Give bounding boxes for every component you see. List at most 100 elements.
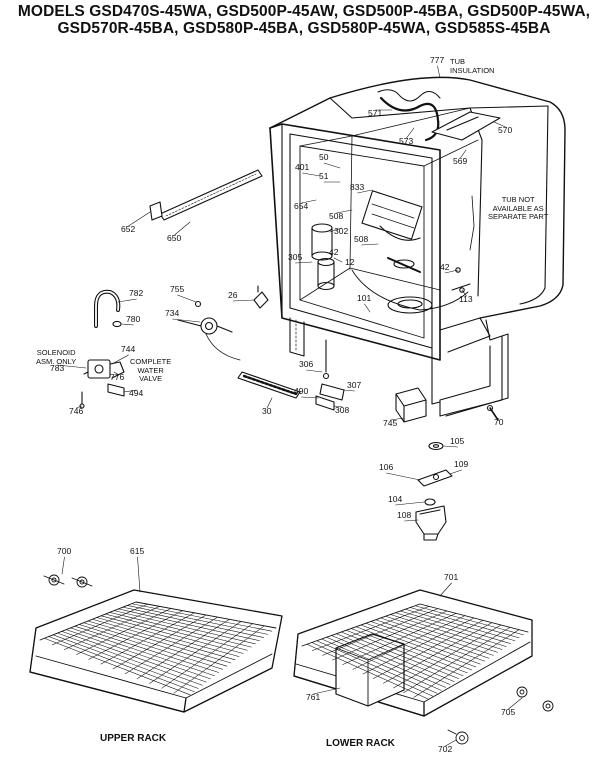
- leader-line-746: [76, 405, 83, 409]
- leader-line-780: [121, 323, 134, 326]
- rack-wire: [51, 603, 148, 646]
- part-callout-401: 401: [295, 162, 310, 172]
- leader-line-776: [113, 371, 118, 375]
- leader-line-104: [395, 501, 425, 506]
- rack-wire: [403, 627, 511, 693]
- leader-line-744: [111, 354, 129, 365]
- rack-wire: [413, 629, 520, 698]
- part-callout-755: 755: [170, 284, 185, 294]
- water-valve-734: [177, 300, 241, 361]
- part-callout-508: 508: [329, 211, 344, 221]
- rack-wire: [76, 608, 172, 655]
- part-callout-113: 113: [459, 294, 473, 304]
- lower-rack-drawing: [293, 589, 554, 745]
- rack-wire: [383, 622, 493, 684]
- leader-line-777: [437, 65, 441, 79]
- leader-line-650: [174, 221, 191, 236]
- part-callout-308: 308: [335, 405, 350, 415]
- part-callout-701: 701: [444, 572, 459, 582]
- part-callout-307: 307: [347, 380, 362, 390]
- part-callout-569: 569: [453, 156, 468, 166]
- leader-line-70: [495, 417, 500, 420]
- part-callout-104: 104: [388, 494, 403, 504]
- rack-wire: [161, 623, 253, 689]
- part-callout-302: 302: [334, 226, 349, 236]
- part-callout-777: 777: [430, 55, 445, 65]
- leader-line-701: [439, 582, 452, 597]
- part-callout-105: 105: [450, 436, 465, 446]
- part-callout-776: 776: [110, 372, 125, 382]
- part-callout-744: 744: [121, 344, 136, 354]
- note-tub-insulation: TUB INSULATION: [450, 57, 495, 75]
- part-callout-734: 734: [165, 308, 180, 318]
- rack-wire: [322, 608, 439, 656]
- part-callout-650: 650: [167, 233, 182, 243]
- switch-26: [253, 285, 269, 309]
- part-callout-702: 702: [438, 744, 453, 754]
- part-callout-654: 654: [294, 201, 309, 211]
- rack-wire: [137, 619, 230, 679]
- part-callout-745: 745: [383, 418, 398, 428]
- part-callout-746: 746: [69, 406, 84, 416]
- leader-line-615: [137, 556, 141, 593]
- lower-rack-wires: [306, 605, 524, 700]
- leader-line-654: [301, 199, 317, 204]
- leader-line-109: [449, 469, 462, 475]
- rack-wire: [100, 612, 195, 665]
- leader-line-42: [333, 257, 343, 263]
- rack-wire: [372, 620, 484, 679]
- part-callout-615: 615: [130, 546, 145, 556]
- leader-line-307: [343, 389, 355, 392]
- rack-wire: [124, 616, 218, 675]
- part-callout-12: 12: [345, 257, 355, 267]
- part-callout-305: 305: [288, 252, 303, 262]
- part-callout-782: 782: [129, 288, 144, 298]
- rack-wire: [311, 606, 430, 651]
- part-callout-652: 652: [121, 224, 136, 234]
- leader-line-508: [336, 209, 353, 214]
- leader-line-302: [329, 227, 342, 233]
- leader-line-26: [232, 299, 255, 302]
- models-title-line-1: MODELS GSD470S-45WA, GSD500P-45AW, GSD50…: [17, 3, 591, 20]
- leader-line-105: [443, 445, 458, 448]
- upper-rack-drawing: [29, 574, 283, 713]
- part-callout-761: 761: [306, 692, 321, 702]
- part-callout-705: 705: [501, 707, 516, 717]
- leader-line-705: [508, 697, 523, 710]
- rack-wire: [112, 614, 207, 670]
- leader-line-702: [445, 739, 457, 747]
- rack-wire: [393, 624, 502, 689]
- leader-line-108: [404, 519, 419, 522]
- leader-line-569: [460, 149, 467, 159]
- lower-rack-caption: LOWER RACK: [326, 738, 395, 749]
- part-callout-42: 42: [329, 247, 339, 257]
- part-callout-30: 30: [262, 406, 272, 416]
- pump-745: [395, 387, 427, 423]
- part-callout-508: 508: [354, 234, 369, 244]
- models-title-line-2: GSD570R-45BA, GSD580P-45BA, GSD580P-45WA…: [57, 20, 551, 37]
- leader-line-833: [357, 189, 373, 194]
- note-solenoid-asm: SOLENOID ASM. ONLY: [36, 348, 77, 366]
- part-callout-573: 573: [399, 136, 414, 146]
- leader-line-745: [390, 417, 405, 421]
- part-callout-783: 783: [50, 363, 65, 373]
- part-callout-26: 26: [228, 290, 238, 300]
- leader-line-755: [177, 294, 197, 303]
- part-callout-106: 106: [379, 462, 394, 472]
- upper-rack-caption: UPPER RACK: [100, 733, 167, 744]
- spray-parts: [415, 441, 453, 541]
- note-complete-water-valve: COMPLETE WATER VALVE: [130, 357, 172, 383]
- part-callout-109: 109: [454, 459, 469, 469]
- part-callout-101: 101: [357, 293, 372, 303]
- solenoid-assembly: [79, 359, 125, 409]
- part-callout-570: 570: [498, 125, 513, 135]
- part-callout-833: 833: [350, 182, 365, 192]
- leader-line-106: [386, 472, 421, 481]
- leader-line-508: [361, 243, 379, 246]
- rack-wire: [64, 606, 160, 650]
- part-callout-108: 108: [397, 510, 412, 520]
- part-callout-571: 571: [368, 108, 383, 118]
- upper-rack-wires: [44, 603, 273, 696]
